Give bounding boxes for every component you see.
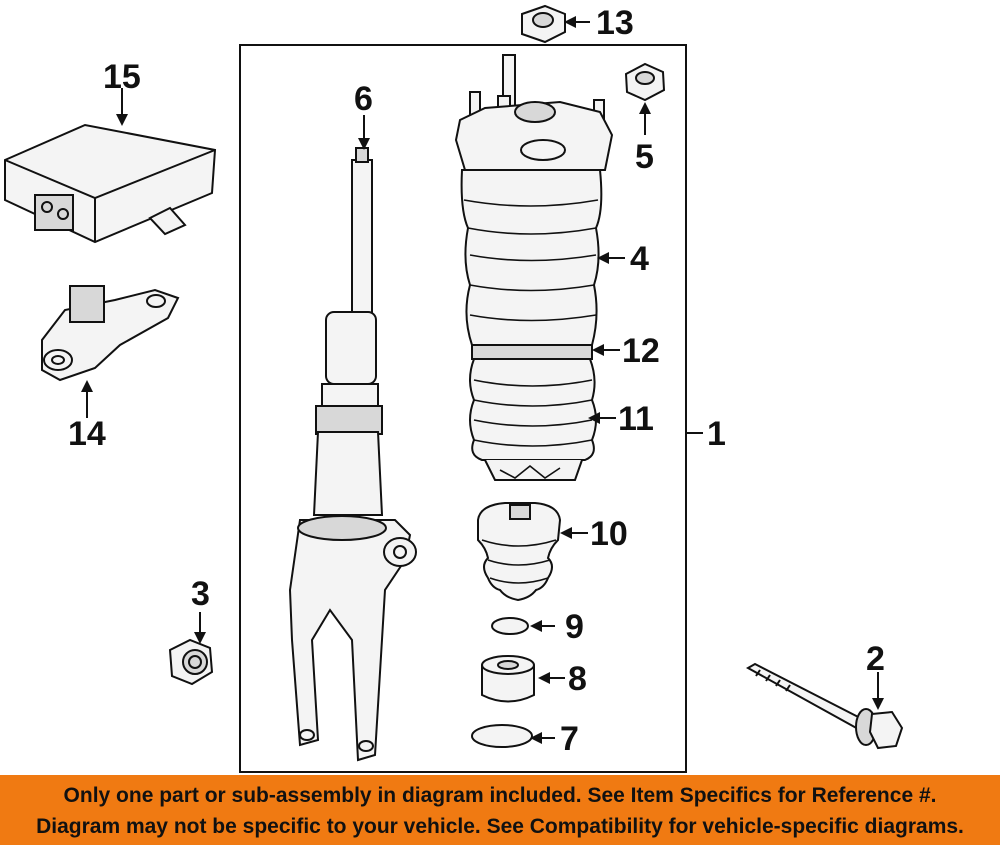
callout-14: 14 [68,415,106,453]
part-4-air-spring [454,54,614,346]
callout-12: 12 [622,332,660,370]
callout-13: 13 [596,4,634,42]
callout-3: 3 [191,575,210,613]
part-9-ring [491,617,555,635]
part-2-bolt [745,662,904,750]
disclaimer-line-2: Diagram may not be specific to your vehi… [36,815,964,838]
part-15-control-module [4,88,217,244]
part-5-nut [624,62,666,135]
part-14-sensor [41,285,180,418]
callout-9: 9 [565,608,584,646]
part-6-strut [288,115,417,762]
callout-11: 11 [618,400,654,438]
disclaimer-banner: Only one part or sub-assembly in diagram… [0,775,1000,845]
callout-4: 4 [630,240,649,278]
part-12-clamp-ring [471,344,593,360]
callout-10: 10 [590,515,628,553]
callout-15: 15 [103,58,141,96]
callout-6: 6 [354,80,373,118]
part-10-bump-stop [477,502,588,602]
callout-7: 7 [560,720,579,758]
callout-1: 1 [707,415,726,453]
disclaimer-line-1: Only one part or sub-assembly in diagram… [63,784,937,807]
callout-8: 8 [568,660,587,698]
assembly-bracket [239,44,703,773]
leaders-4-12-11 [588,252,625,424]
parts-diagram: 1 2 3 4 5 6 7 8 9 10 11 12 13 14 15 [4,4,904,773]
part-8-bushing [481,655,565,703]
part-11-bellows [469,358,597,481]
callout-2: 2 [866,640,885,678]
part-3-nut [168,612,214,686]
part-7-seal-ring [471,724,555,748]
part-13-nut [521,4,590,44]
callout-5: 5 [635,138,654,176]
